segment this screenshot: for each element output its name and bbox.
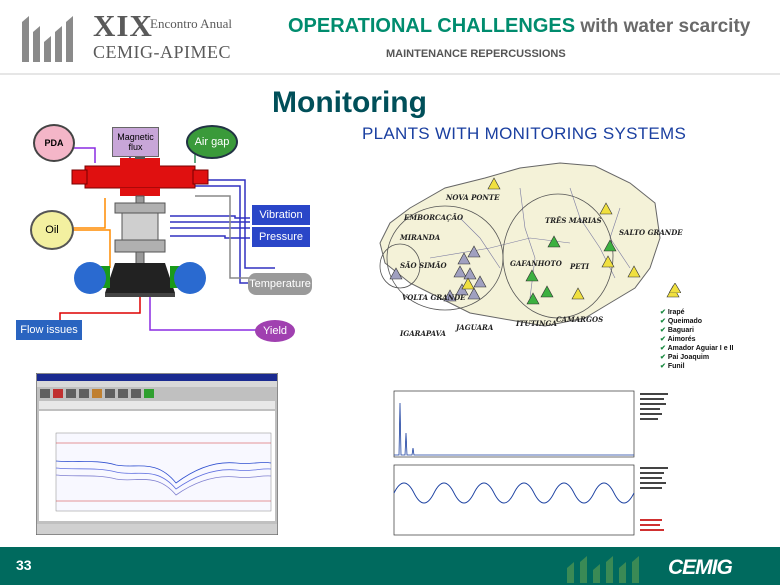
pressure-node: Pressure (252, 227, 310, 247)
legend-item: ✔ Amador Aguiar I e II (660, 345, 734, 352)
footer-bar (0, 547, 780, 585)
map-label-miranda: MIRANDA (399, 233, 441, 242)
flow-issues-node: Flow issues (16, 320, 82, 340)
event-subtitle: Encontro Anual (150, 16, 232, 31)
map-label-itutinga: ITUTINGA (515, 319, 557, 328)
map-label-igarapava: IGARAPAVA (399, 329, 446, 338)
cemig-brand: CEMIG (668, 556, 733, 579)
air-gap-node: Air gap (186, 125, 238, 159)
map-label-nova-ponte: NOVA PONTE (445, 193, 500, 202)
legend-item: ✔ Aimorés (660, 336, 696, 343)
temperature-node: Temperature (248, 273, 312, 295)
legend-item: ✔ Funil (660, 363, 685, 370)
map-label-tres-marias: TRÊS MARIAS (545, 216, 602, 225)
monitoring-software-screenshot (36, 373, 278, 535)
yield-node: Yield (255, 320, 295, 342)
vibration-node: Vibration (252, 205, 310, 225)
legend-list: ✔ Irapé ✔ Queimado ✔ Baguari ✔ Aimorés ✔… (660, 308, 733, 371)
vibration-spectrum-screenshot (372, 383, 672, 543)
section-heading: Monitoring (272, 86, 427, 119)
plants-map: NOVA PONTE EMBORCAÇÃO TRÊS MARIAS SALTO … (379, 162, 683, 338)
map-label-emborcacao: EMBORCAÇÃO (403, 213, 464, 222)
map-label-sao-simao: SÃO SIMÃO (400, 261, 448, 270)
oil-node: Oil (30, 210, 74, 250)
map-label-gafanhoto: GAFANHOTO (510, 259, 563, 268)
legend-item: ✔ Irapé (660, 309, 685, 316)
page-number: 33 (16, 557, 32, 573)
slide-title: OPERATIONAL CHALLENGES with water scarci… (288, 15, 750, 38)
event-title: XIX (93, 8, 153, 43)
pda-node: PDA (33, 124, 75, 162)
map-label-salto-grande: SALTO GRANDE (619, 228, 683, 237)
map-label-jaguara: JAGUARA (454, 323, 494, 332)
magnetic-flux-node: Magnetic flux (112, 127, 159, 157)
map-label-volta-grande: VOLTA GRANDE (402, 293, 466, 302)
title-rest: with water scarcity (575, 16, 751, 37)
header-divider (0, 73, 780, 75)
legend-item: ✔ Pai Joaquim (660, 354, 710, 361)
header (0, 0, 780, 75)
legend-item: ✔ Queimado (660, 318, 703, 325)
map-label-peti: PETI (569, 262, 590, 271)
title-highlight: OPERATIONAL CHALLENGES (288, 15, 576, 37)
plants-heading: PLANTS WITH MONITORING SYSTEMS (362, 124, 687, 143)
legend-triangle-icon (669, 283, 681, 293)
map-label-camargos: CAMARGOS (556, 315, 603, 324)
generator-diagram (59, 140, 275, 331)
cemig-logo-icon (567, 556, 639, 583)
legend-item: ✔ Baguari (660, 327, 694, 334)
event-organization: CEMIG-APIMEC (93, 42, 232, 62)
slide-subtitle: MAINTENANCE REPERCUSSIONS (386, 48, 566, 60)
event-logo-icon (22, 16, 73, 62)
